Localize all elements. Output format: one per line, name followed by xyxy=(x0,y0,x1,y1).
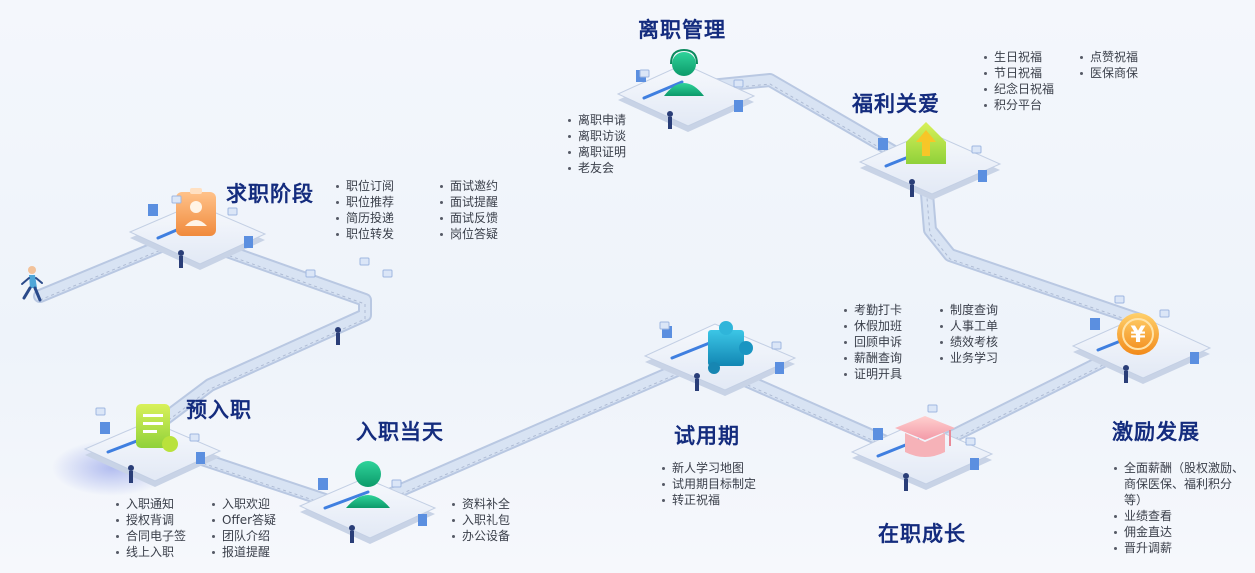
list-item: 薪酬查询 xyxy=(842,350,902,366)
yen-coin-icon: ¥ xyxy=(1117,313,1159,355)
title-benefits: 福利关爱 xyxy=(852,92,940,116)
list-item: 岗位答疑 xyxy=(438,226,498,242)
list-item: 面试反馈 xyxy=(438,210,498,226)
platform-probation xyxy=(643,321,797,396)
title-onboarding-day: 入职当天 xyxy=(356,420,444,444)
list-item: 证明开具 xyxy=(842,366,902,382)
person-marker xyxy=(178,250,184,268)
list-growth-a: 考勤打卡 休假加班 回顾申诉 薪酬查询 证明开具 xyxy=(842,302,902,382)
list-item: 职位订阅 xyxy=(334,178,394,194)
list-item: 老友会 xyxy=(566,160,626,176)
platform-incentive: ¥ xyxy=(1071,313,1212,384)
list-offboarding: 离职申请 离职访谈 离职证明 老友会 xyxy=(566,112,626,176)
list-item: 离职证明 xyxy=(566,144,626,160)
list-item: 合同电子签 xyxy=(114,528,186,544)
list-item: 线上入职 xyxy=(114,544,186,560)
list-item: 医保商保 xyxy=(1078,65,1138,81)
list-item: 团队介绍 xyxy=(210,528,276,544)
title-pre-onboarding: 预入职 xyxy=(186,398,252,422)
list-item: 资料补全 xyxy=(450,496,510,512)
list-item: 入职礼包 xyxy=(450,512,510,528)
list-item: 节日祝福 xyxy=(982,65,1054,81)
list-item: 面试提醒 xyxy=(438,194,498,210)
list-item: 离职申请 xyxy=(566,112,626,128)
person-marker xyxy=(349,525,355,543)
list-item: 简历投递 xyxy=(334,210,394,226)
person-marker xyxy=(903,473,909,491)
id-badge-icon xyxy=(176,188,216,236)
list-item: 绩效考核 xyxy=(938,334,998,350)
list-job-search-b: 面试邀约 面试提醒 面试反馈 岗位答疑 xyxy=(438,178,498,242)
list-item: 考勤打卡 xyxy=(842,302,902,318)
list-item: 办公设备 xyxy=(450,528,510,544)
graduation-cap-icon xyxy=(895,416,955,457)
list-item: 人事工单 xyxy=(938,318,998,334)
list-item: 业绩查看 xyxy=(1112,508,1246,524)
list-onboarding-day: 资料补全 入职礼包 办公设备 xyxy=(450,496,510,544)
person-marker xyxy=(909,179,915,197)
list-item: 业务学习 xyxy=(938,350,998,366)
up-arrow-icon xyxy=(906,122,946,164)
list-item: 新人学习地图 xyxy=(660,460,756,476)
platform-benefits xyxy=(858,122,1002,200)
list-item: 职位转发 xyxy=(334,226,394,242)
title-probation: 试用期 xyxy=(674,424,740,448)
headset-person-icon xyxy=(664,48,704,96)
title-incentive: 激励发展 xyxy=(1112,420,1200,444)
title-offboarding: 离职管理 xyxy=(638,18,726,42)
list-pre-onboarding-a: 入职通知 授权背调 合同电子签 线上入职 xyxy=(114,496,186,560)
person-icon xyxy=(346,461,390,508)
list-item: 授权背调 xyxy=(114,512,186,528)
list-growth-b: 制度查询 人事工单 绩效考核 业务学习 xyxy=(938,302,998,366)
person-marker xyxy=(1123,365,1129,383)
list-item: Offer答疑 xyxy=(210,512,276,528)
list-item: 点赞祝福 xyxy=(1078,49,1138,65)
list-item: 离职访谈 xyxy=(566,128,626,144)
list-pre-onboarding-b: 入职欢迎 Offer答疑 团队介绍 报道提醒 xyxy=(210,496,276,560)
platform-job-search xyxy=(128,188,267,270)
list-item: 职位推荐 xyxy=(334,194,394,210)
svg-text:¥: ¥ xyxy=(1130,323,1146,348)
decorative-bubbles xyxy=(95,69,1170,488)
puzzle-piece-icon xyxy=(708,321,753,374)
list-probation: 新人学习地图 试用期目标制定 转正祝福 xyxy=(660,460,756,508)
list-item: 生日祝福 xyxy=(982,49,1054,65)
list-item: 转正祝福 xyxy=(660,492,756,508)
list-benefits-a: 生日祝福 节日祝福 纪念日祝福 积分平台 xyxy=(982,49,1054,113)
list-item: 面试邀约 xyxy=(438,178,498,194)
platform-pre-onboarding xyxy=(83,404,222,487)
list-item: 积分平台 xyxy=(982,97,1054,113)
title-job-search: 求职阶段 xyxy=(226,182,314,206)
list-item: 入职欢迎 xyxy=(210,496,276,512)
platform-onboarding-day xyxy=(298,461,437,544)
list-item: 回顾申诉 xyxy=(842,334,902,350)
platform-offboarding xyxy=(616,48,756,132)
list-item: 佣金直达 xyxy=(1112,524,1246,540)
list-item: 试用期目标制定 xyxy=(660,476,756,492)
title-growth: 在职成长 xyxy=(878,522,966,546)
list-job-search-a: 职位订阅 职位推荐 简历投递 职位转发 xyxy=(334,178,394,242)
list-item: 休假加班 xyxy=(842,318,902,334)
runner-icon xyxy=(21,266,43,302)
list-item: 全面薪酬（股权激励、商保医保、福利积分等） xyxy=(1112,460,1246,508)
list-item: 入职通知 xyxy=(114,496,186,512)
list-benefits-b: 点赞祝福 医保商保 xyxy=(1078,49,1138,81)
platform-growth xyxy=(850,416,994,491)
list-incentive: 全面薪酬（股权激励、商保医保、福利积分等） 业绩查看 佣金直达 晋升调薪 xyxy=(1112,460,1246,556)
list-item: 纪念日祝福 xyxy=(982,81,1054,97)
person-marker xyxy=(335,327,341,345)
person-marker xyxy=(128,465,134,483)
list-item: 报道提醒 xyxy=(210,544,276,560)
list-item: 制度查询 xyxy=(938,302,998,318)
person-marker xyxy=(667,111,673,129)
document-check-icon xyxy=(136,404,178,452)
list-item: 晋升调薪 xyxy=(1112,540,1246,556)
person-marker xyxy=(694,373,700,391)
